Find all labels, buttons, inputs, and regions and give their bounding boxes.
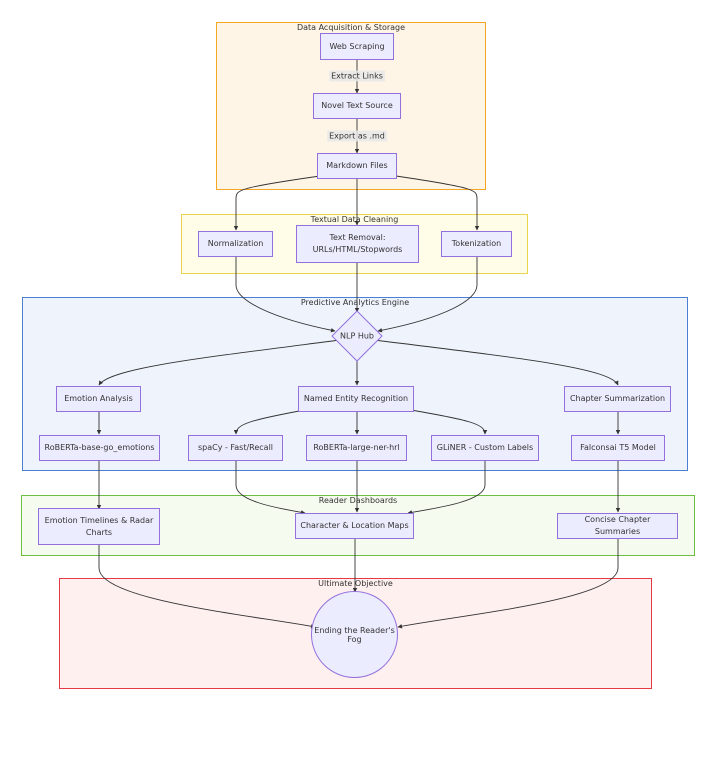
edge-label-extract-links: Extract Links	[329, 70, 385, 82]
cluster-title: Ultimate Objective	[318, 579, 393, 588]
node-named-entity-recognition[interactable]: Named Entity Recognition	[298, 386, 414, 412]
node-ending-readers-fog[interactable]: Ending the Reader's Fog	[311, 591, 398, 678]
node-tokenization[interactable]: Tokenization	[441, 231, 512, 257]
edge-summaries-ending	[397, 539, 619, 629]
node-text-removal-line1: Text Removal:	[329, 233, 386, 242]
edge-hub-chapter	[373, 339, 619, 386]
edge-label-export-md: Export as .md	[327, 130, 387, 142]
cluster-title: Predictive Analytics Engine	[300, 298, 410, 307]
cluster-title: Data Acquisition & Storage	[296, 23, 406, 32]
node-nlp-hub-label[interactable]: NLP Hub	[340, 331, 374, 341]
edge-gliner-maps	[407, 461, 486, 515]
edge-hub-emotion	[98, 339, 341, 386]
node-text-removal-line2: URLs/HTML/Stopwords	[312, 245, 403, 254]
nlp-hub-diamond	[331, 310, 383, 362]
node-emotion-timelines-line1: Emotion Timelines & Radar	[44, 515, 154, 525]
node-web-scraping[interactable]: Web Scraping	[320, 33, 394, 60]
node-spacy[interactable]: spaCy - Fast/Recall	[188, 435, 283, 461]
node-normalization[interactable]: Normalization	[198, 231, 273, 257]
node-roberta-emotions[interactable]: RoBERTa-base-go_emotions	[39, 435, 160, 461]
node-markdown-files[interactable]: Markdown Files	[317, 153, 397, 179]
edge-markdown-normalization	[233, 175, 321, 231]
edge-ner-spacy	[233, 408, 311, 435]
edge-markdown-tokenization	[395, 175, 480, 231]
node-emotion-timelines[interactable]: Emotion Timelines & Radar Charts	[38, 508, 160, 545]
node-falconsai[interactable]: Falconsai T5 Model	[571, 435, 665, 461]
node-chapter-summarization[interactable]: Chapter Summarization	[564, 386, 671, 412]
node-character-location-maps[interactable]: Character & Location Maps	[295, 513, 414, 539]
node-chapter-summaries[interactable]: Concise Chapter Summaries	[557, 513, 678, 539]
node-roberta-ner[interactable]: RoBERTa-large-ner-hrl	[306, 435, 407, 461]
node-novel-text-source[interactable]: Novel Text Source	[313, 93, 401, 119]
edge-ner-gliner	[404, 408, 488, 435]
cluster-title: Textual Data Cleaning	[310, 215, 399, 224]
cluster-title: Reader Dashboards	[318, 496, 398, 505]
node-emotion-analysis[interactable]: Emotion Analysis	[56, 386, 141, 412]
edge-tokenization-hub	[377, 257, 478, 333]
node-emotion-timelines-line2: Charts	[85, 527, 113, 537]
edge-spacy-maps	[235, 461, 306, 515]
edge-normalization-hub	[235, 257, 336, 333]
node-text-removal[interactable]: Text Removal: URLs/HTML/Stopwords	[296, 225, 419, 263]
node-gliner[interactable]: GLiNER - Custom Labels	[431, 435, 539, 461]
edge-timelines-ending	[98, 545, 316, 629]
